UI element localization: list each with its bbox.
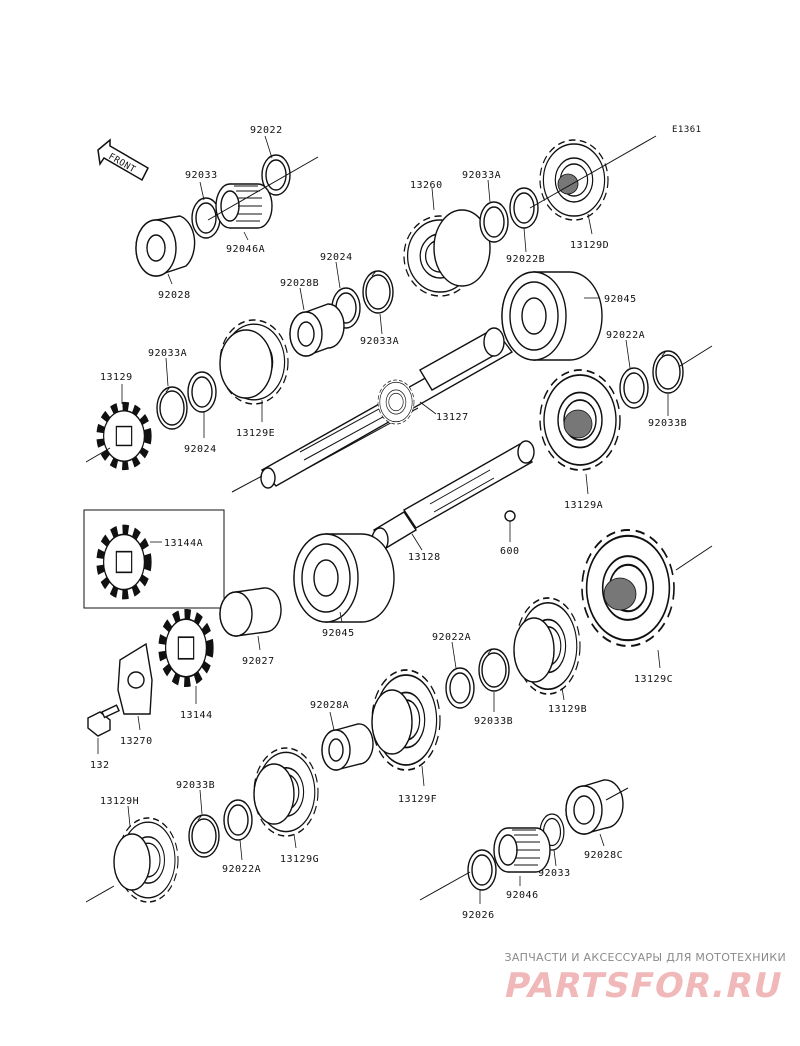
callout-92033A-top: 92033A	[462, 170, 501, 181]
callout-13129C: 13129C	[634, 674, 673, 685]
axis-line	[85, 447, 111, 463]
callout-13129A: 13129A	[564, 500, 603, 511]
callout-92033-low: 92033	[538, 868, 571, 879]
callout-92033B-mid: 92033B	[474, 716, 513, 727]
part-13144: 13144	[162, 614, 212, 721]
part-13270: 13270	[117, 642, 153, 747]
part-92028C: 92028C	[565, 779, 624, 861]
part-13129H: 13129H	[100, 796, 179, 903]
axis-line	[605, 787, 629, 801]
callout-13128: 13128	[408, 552, 441, 563]
part-13129A: 13129A	[539, 369, 621, 511]
part-92045-mid: 92045	[293, 533, 395, 639]
callout-13129B: 13129B	[548, 704, 587, 715]
callout-92022A-low: 92022A	[222, 864, 261, 875]
part-13129C: 13129C	[580, 528, 676, 685]
part-92046A: 92046A	[215, 183, 273, 255]
callout-13129: 13129	[100, 372, 133, 383]
axis-line	[675, 545, 713, 571]
watermark-tagline: ЗАПЧАСТИ И АКСЕССУАРЫ ДЛЯ МОТОТЕХНИКИ	[504, 951, 786, 964]
part-13260: 13260	[403, 180, 491, 297]
part-92033A-mid: 92033A	[360, 270, 399, 347]
callout-92045-top: 92045	[604, 294, 637, 305]
callout-92028C: 92028C	[584, 850, 623, 861]
part-92022A-top: 92022A	[606, 330, 649, 409]
watermark-logo: PARTSFOR.RU	[500, 966, 787, 1006]
part-92028: 92028	[135, 215, 196, 301]
part-92024-top: 92024	[320, 252, 361, 329]
part-92045-top: 92045	[501, 271, 637, 361]
callout-13144: 13144	[180, 710, 213, 721]
callout-13129H: 13129H	[100, 796, 139, 807]
part-92027: 92027	[219, 587, 282, 667]
axis-line	[679, 345, 713, 367]
part-92033B-top: 92033B	[648, 350, 687, 429]
callout-92033A-left: 92033A	[148, 348, 187, 359]
callout-132: 132	[90, 760, 110, 771]
callout-13129E: 13129E	[236, 428, 275, 439]
callout-92022B: 92022B	[506, 254, 545, 265]
callout-13129F: 13129F	[398, 794, 437, 805]
callout-13129D: 13129D	[570, 240, 609, 251]
part-13127: 13127	[260, 327, 514, 489]
callout-92028: 92028	[158, 290, 191, 301]
axis-line	[419, 871, 471, 901]
callout-92046: 92046	[506, 890, 539, 901]
front-arrow-icon: FRONT	[97, 138, 149, 182]
axis-line	[85, 885, 115, 903]
part-92026: 92026	[462, 849, 497, 921]
callout-92028B: 92028B	[280, 278, 319, 289]
diagram-code: E1361	[672, 125, 702, 135]
part-92028B: 92028B	[280, 278, 345, 357]
callout-92022A-top: 92022A	[606, 330, 645, 341]
part-13129B: 13129B	[513, 597, 587, 715]
part-92024-left: 92024	[184, 371, 217, 455]
part-92033A-top: 92033A	[462, 170, 509, 243]
part-92022A-mid: 92022A	[432, 632, 475, 709]
callout-92046A: 92046A	[226, 244, 265, 255]
part-92033A-left: 92033A	[148, 348, 188, 430]
axis-line	[231, 475, 263, 493]
part-13129: 13129	[100, 372, 148, 465]
axis-line	[529, 135, 657, 209]
callout-13127: 13127	[436, 412, 469, 423]
part-92033B-low: 92033B	[176, 780, 220, 858]
part-13144A: 13144A	[100, 530, 203, 594]
callout-13129G: 13129G	[280, 854, 319, 865]
callout-92033A-mid: 92033A	[360, 336, 399, 347]
axis-line	[207, 156, 319, 221]
part-13129F: 13129F	[371, 669, 441, 805]
part-13129D: 13129D	[539, 139, 609, 251]
part-92022B: 92022B	[506, 187, 545, 265]
callout-92033B-top: 92033B	[648, 418, 687, 429]
callout-92027: 92027	[242, 656, 275, 667]
callout-92024-top: 92024	[320, 252, 353, 263]
part-13129E: 13129E	[219, 319, 289, 439]
part-92022A-low: 92022A	[222, 799, 261, 875]
callout-92022A-mid: 92022A	[432, 632, 471, 643]
callout-13260: 13260	[410, 180, 443, 191]
callout-13144A: 13144A	[164, 538, 203, 549]
part-92022: 92022	[250, 125, 291, 196]
part-92028A: 92028A	[310, 700, 374, 771]
part-132: 132	[87, 704, 120, 771]
callout-92022: 92022	[250, 125, 283, 136]
inset-box: 13144A	[83, 509, 225, 609]
callout-92026: 92026	[462, 910, 495, 921]
callout-92045-mid: 92045	[322, 628, 355, 639]
callout-13270: 13270	[120, 736, 153, 747]
callout-92033: 92033	[185, 170, 218, 181]
callout-600: 600	[500, 546, 520, 557]
part-13129G: 13129G	[253, 747, 319, 865]
part-92033-low: 92033	[538, 813, 571, 879]
callout-92033B-low: 92033B	[176, 780, 215, 791]
part-92033B-mid: 92033B	[474, 648, 513, 727]
callout-92028A: 92028A	[310, 700, 349, 711]
part-92046: 92046	[493, 827, 551, 901]
part-92033: 92033	[185, 170, 221, 239]
part-13128: 13128	[371, 440, 535, 563]
part-600: 600	[500, 510, 520, 557]
callout-92024-left: 92024	[184, 444, 217, 455]
